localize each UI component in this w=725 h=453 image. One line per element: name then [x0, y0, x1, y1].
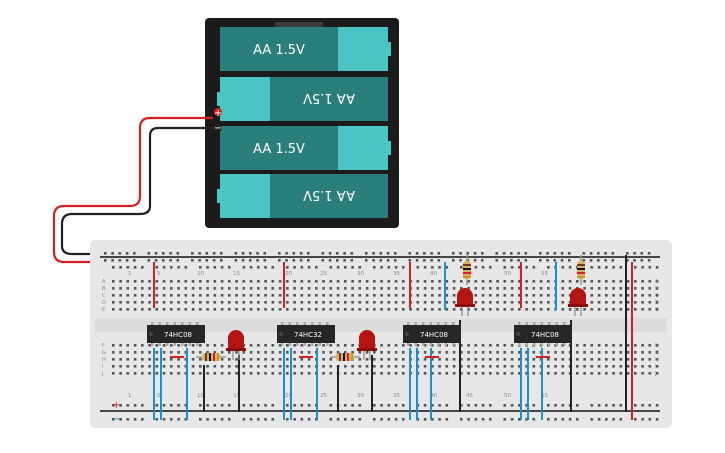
row-letter: C — [102, 293, 106, 299]
row-letter: C — [655, 293, 659, 299]
row-letter: B — [655, 286, 659, 292]
column-number: 25 — [320, 271, 327, 277]
resistor-4[interactable] — [577, 255, 585, 285]
led-2[interactable] — [357, 330, 377, 360]
battery-cell[interactable]: AA 1.5V — [217, 174, 388, 218]
minus-terminal-label: − — [214, 123, 222, 134]
row-letter: E — [102, 307, 105, 313]
logic-chip[interactable]: 74HC08 — [403, 322, 461, 346]
row-letter: H — [102, 357, 106, 363]
row-letter: D — [655, 300, 659, 306]
column-number: 50 — [504, 393, 511, 399]
battery-cell-label: AA 1.5V — [253, 142, 305, 157]
column-number: 1 — [128, 271, 132, 277]
column-number: 35 — [393, 393, 400, 399]
column-number: 15 — [233, 271, 240, 277]
chip-label: 74HC32 — [294, 331, 322, 339]
row-letter: E — [655, 307, 658, 313]
battery-black-lead[interactable] — [60, 126, 213, 256]
battery-pack[interactable]: AA 1.5V AA 1.5V AA 1.5V AA 1.5V + − — [205, 18, 399, 228]
rail-minus-label: − — [112, 414, 120, 425]
row-letter: G — [655, 350, 659, 356]
column-numbers: 1155101015152020252530303535404045455050… — [128, 271, 548, 399]
logic-chip[interactable]: 74HC08 — [514, 322, 572, 346]
battery-cell[interactable]: AA 1.5V — [220, 27, 391, 71]
logic-chip[interactable]: 74HC32 — [277, 322, 335, 346]
plus-terminal-label: + — [214, 108, 222, 119]
column-number: 55 — [541, 271, 548, 277]
column-number: 15 — [233, 393, 240, 399]
column-number: 45 — [466, 393, 473, 399]
chip-label: 74HC08 — [164, 331, 192, 339]
resistor-2[interactable] — [330, 353, 360, 361]
row-letter: I — [102, 364, 103, 370]
column-number: 20 — [285, 271, 292, 277]
column-number: 55 — [541, 393, 548, 399]
column-number: 20 — [285, 393, 292, 399]
rail-plus-label: + — [112, 400, 120, 411]
row-letter: D — [102, 300, 106, 306]
led-4[interactable] — [568, 288, 588, 316]
column-number: 25 — [320, 393, 327, 399]
battery-cell-label: AA 1.5V — [253, 43, 305, 58]
row-letter: H — [655, 357, 659, 363]
column-number: 1 — [128, 393, 132, 399]
led-3[interactable] — [455, 288, 475, 316]
chip-label: 74HC08 — [420, 331, 448, 339]
column-number: 40 — [430, 271, 437, 277]
column-number: 10 — [197, 393, 204, 399]
logic-chip[interactable]: 74HC08 — [147, 322, 205, 346]
row-letter: A — [655, 279, 659, 285]
row-letter: J — [101, 371, 103, 377]
column-number: 5 — [157, 393, 161, 399]
row-letter: J — [654, 371, 656, 377]
led-1[interactable] — [226, 330, 246, 360]
row-letter: A — [102, 279, 106, 285]
row-letter: F — [102, 343, 105, 349]
row-letter: F — [655, 343, 658, 349]
battery-cell[interactable]: AA 1.5V — [217, 77, 388, 121]
chip-label: 74HC08 — [531, 331, 559, 339]
column-number: 10 — [197, 271, 204, 277]
battery-cell[interactable]: AA 1.5V — [220, 126, 391, 170]
battery-red-lead[interactable] — [52, 116, 213, 264]
battery-cell-label: AA 1.5V — [303, 90, 355, 105]
column-number: 40 — [430, 393, 437, 399]
resistor-1[interactable] — [196, 353, 226, 361]
row-letter: B — [102, 286, 106, 292]
row-letter: G — [102, 350, 106, 356]
column-number: 50 — [504, 271, 511, 277]
column-number: 30 — [357, 271, 364, 277]
column-number: 5 — [157, 271, 161, 277]
column-number: 35 — [393, 271, 400, 277]
battery-terminals: + − — [214, 108, 222, 134]
battery-cell-label: AA 1.5V — [303, 187, 355, 202]
resistor-3[interactable] — [463, 255, 471, 285]
row-letter: I — [655, 364, 656, 370]
column-number: 30 — [357, 393, 364, 399]
